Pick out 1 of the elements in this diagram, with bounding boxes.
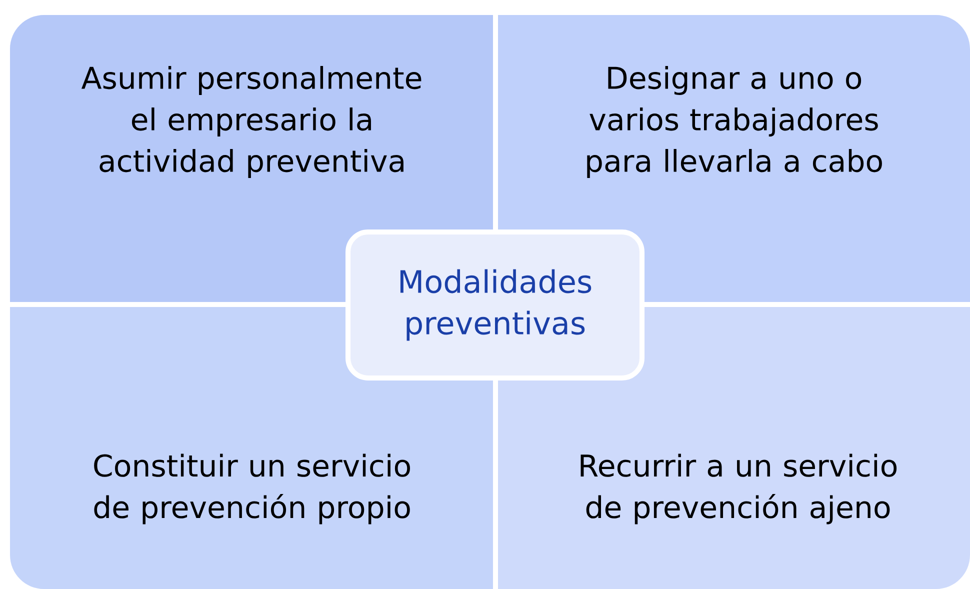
center-box: Modalidades preventivas: [346, 230, 644, 380]
